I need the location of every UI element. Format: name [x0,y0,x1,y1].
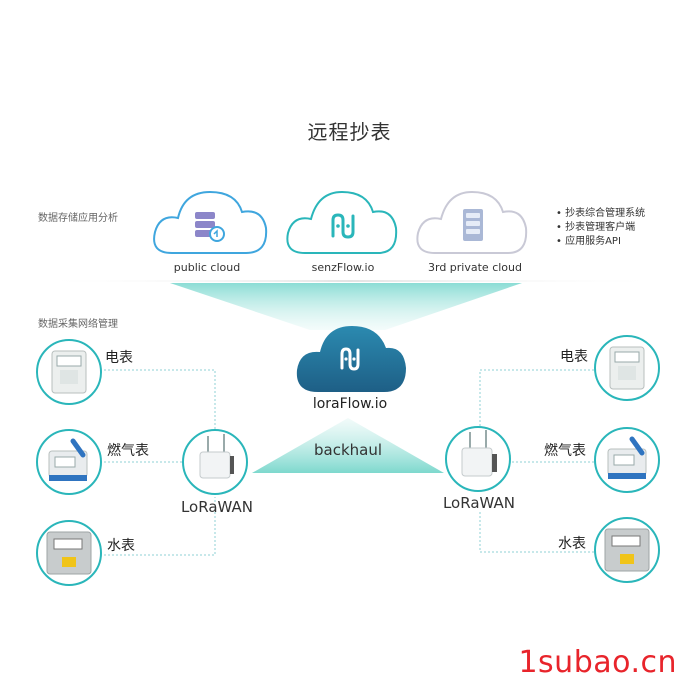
electricity-meter-icon [51,350,87,394]
upload-funnel [170,283,522,330]
gas-meter-icon [607,436,647,479]
left-meter-label-water: 水表 [107,538,135,554]
lorawan-gateway-icon [461,430,497,477]
feature-list: 抄表综合管理系统 抄表管理客户端 应用服务API [556,207,645,249]
cloud-label-senzflow: senzFlow.io [311,261,375,274]
storage-section-label: 数据存储应用分析 [38,213,118,224]
left-meter-label-gas: 燃气表 [107,443,149,459]
gateway-label-left: LoRaWAN [180,498,254,516]
right-meter-label-water: 水表 [558,536,586,552]
lorawan-gateway-icon [199,434,234,479]
right-meter-label-electric: 电表 [560,349,588,365]
cloud-label-public: public cloud [173,261,241,274]
gas-meter-icon [48,438,88,481]
water-meter-icon [46,531,92,575]
feature-item: 应用服务API [556,235,645,249]
left-meter-label-electric: 电表 [105,350,133,366]
water-meter-icon [604,528,650,572]
right-connection-lines [479,369,598,553]
server-rack-icon [463,209,483,241]
feature-item: 抄表综合管理系统 [556,207,645,221]
backhaul-triangle [252,418,444,473]
right-meter-label-gas: 燃气表 [544,443,586,459]
cloud-label-private: 3rd private cloud [428,261,522,274]
section-separator [30,280,670,282]
main-cloud-label: loraFlow.io [312,396,388,412]
senzflow-logo-icon [331,213,355,239]
gateway-label-right: LoRaWAN [442,494,516,512]
collection-section-label: 数据采集网络管理 [38,319,118,330]
loraflow-logo-icon [340,347,360,371]
watermark-text: 1subao.cn [518,645,677,680]
database-sync-icon [195,212,225,242]
feature-item: 抄表管理客户端 [556,221,645,235]
electricity-meter-icon [609,346,645,390]
backhaul-label: backhaul [313,441,383,459]
page-title: 远程抄表 [307,120,392,144]
left-connection-lines [100,369,216,556]
